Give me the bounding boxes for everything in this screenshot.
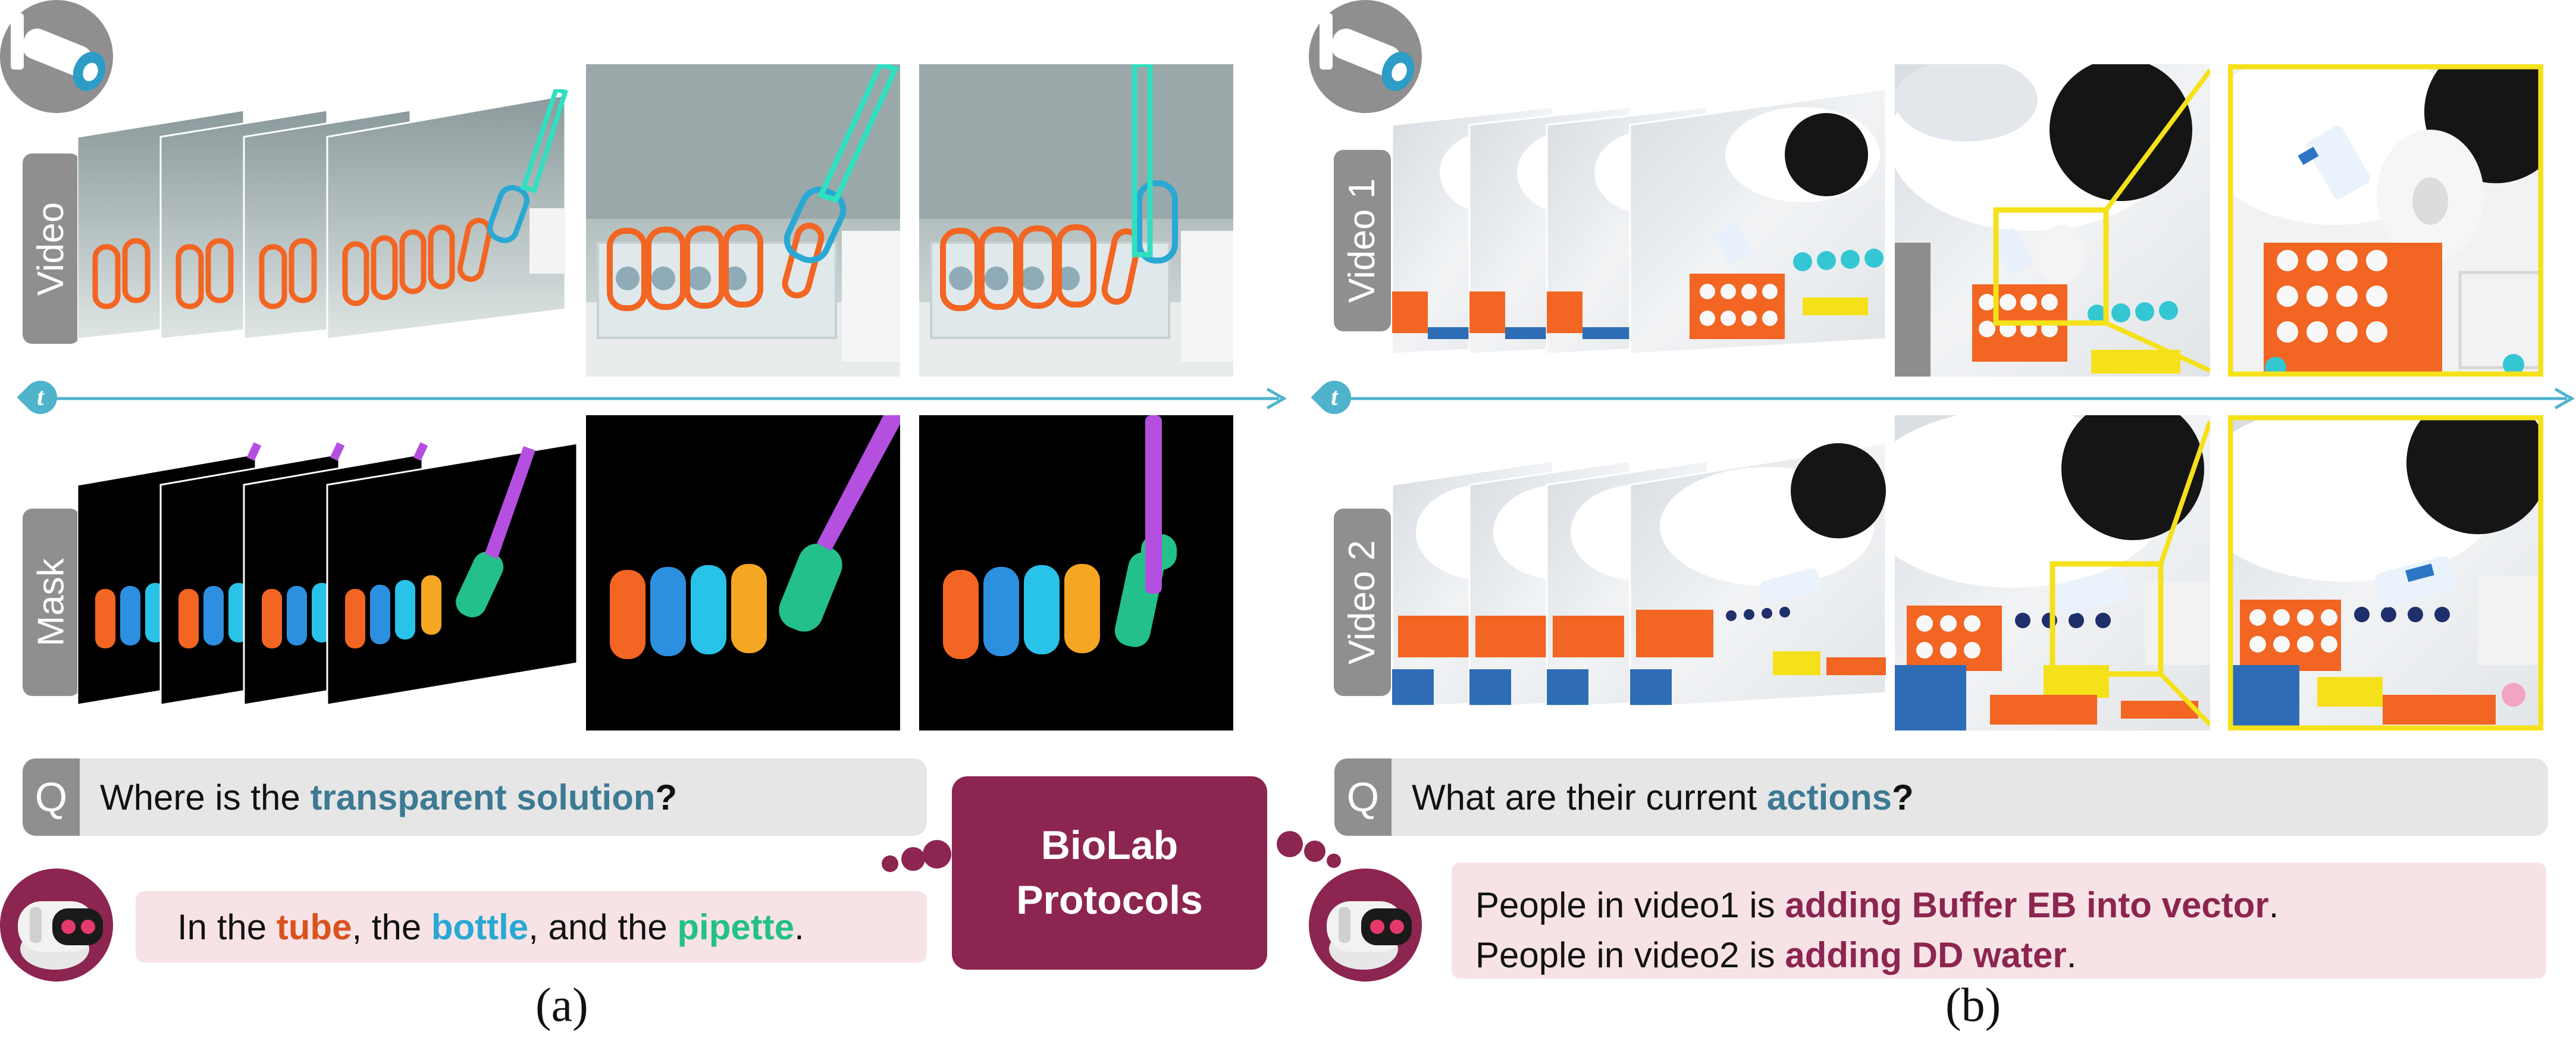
keyframe-video-1 (1889, 52, 2213, 377)
surveillance-camera-icon (1309, 0, 1422, 113)
surveillance-camera-icon (0, 0, 113, 113)
answer-line-1: People in video1 is adding Buffer EB int… (1475, 885, 2279, 925)
video-frame (1629, 442, 1887, 709)
answer-bubble-a: In the tube, the bottle, and the pipette… (136, 891, 927, 963)
timeline-arrow (1345, 387, 2575, 410)
biolab-protocols-box: BioLab Protocols (952, 776, 1267, 970)
answer-text: People in video1 is adding Buffer EB int… (1452, 863, 2546, 980)
caption-a: (a) (535, 979, 588, 1032)
mask-keyframe-a-2 (919, 415, 1233, 731)
mask-keyframe-a-1 (586, 415, 900, 731)
zoom-view-video-2 (2192, 391, 2549, 731)
keyframe-video-a-1 (586, 61, 900, 377)
answer-bubble-b: People in video1 is adding Buffer EB int… (1452, 863, 2546, 979)
timeline-arrow (36, 387, 1287, 410)
question-text: Where is the transparent solution? (100, 777, 678, 817)
video-frame (1629, 88, 1887, 355)
caption-b: (b) (1945, 979, 2001, 1032)
question-tag: Q (1334, 758, 1392, 836)
mask-frame (326, 442, 578, 706)
video-label: Video (23, 153, 80, 344)
question-bar-b: Q What are their current actions? (1334, 758, 2548, 836)
robot-assistant-icon (1309, 869, 1422, 982)
zoom-view-video-1 (2198, 40, 2567, 385)
robot-assistant-icon (0, 869, 113, 982)
keyframe-video-2 (1859, 397, 2213, 731)
mask-label: Mask (23, 509, 80, 696)
video-2-label: Video 2 (1334, 509, 1391, 696)
question-text: What are their current actions? (1412, 777, 1914, 817)
video-1-label: Video 1 (1334, 150, 1391, 331)
video-1-frame-stack (1391, 83, 1892, 357)
video-frame (326, 86, 568, 340)
mask-frame-stack (76, 437, 583, 711)
thought-bubble-dots-right (1277, 831, 1341, 868)
video-frame-stack (76, 86, 583, 357)
question-bar-a: Q Where is the transparent solution? (23, 758, 927, 836)
video-2-frame-stack (1391, 437, 1892, 711)
answer-text: In the tube, the bottle, and the pipette… (177, 907, 804, 947)
time-label: t (1331, 384, 1338, 411)
keyframe-video-a-2 (919, 61, 1233, 377)
answer-line-2: People in video2 is adding DD water. (1475, 935, 2077, 975)
time-label: t (37, 384, 44, 411)
question-tag: Q (23, 758, 80, 836)
thought-bubble-dots-left (882, 840, 951, 872)
